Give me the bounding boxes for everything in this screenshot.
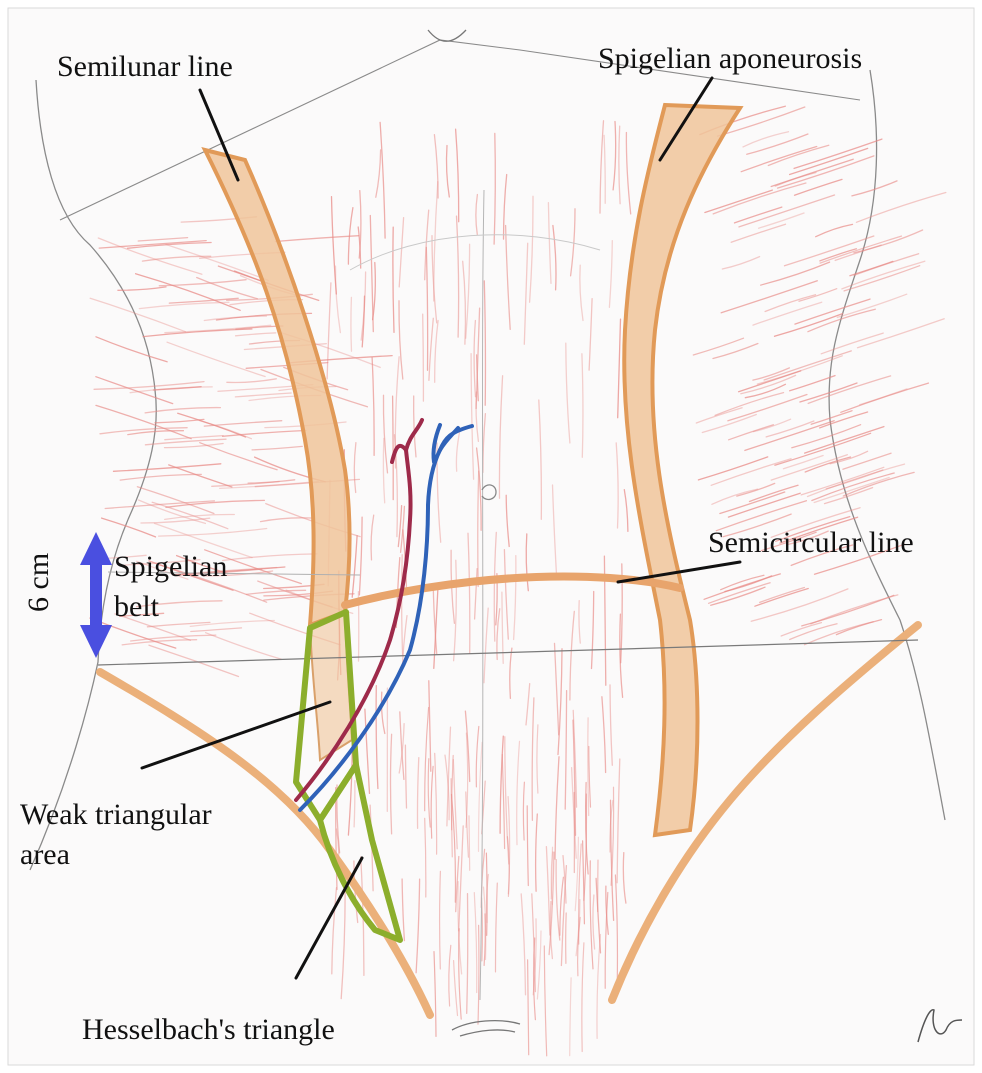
label-spigelian-belt-line2: belt bbox=[114, 592, 159, 622]
label-hesselbach-triangle: Hesselbach's triangle bbox=[82, 1015, 335, 1045]
label-spigelian-belt-line1: Spigelian bbox=[114, 552, 227, 582]
label-weak-triangular-area-line1: Weak triangular bbox=[20, 800, 212, 830]
label-measurement: 6 cm bbox=[24, 553, 54, 612]
label-weak-triangular-area-line2: area bbox=[20, 840, 70, 870]
label-spigelian-aponeurosis: Spigelian aponeurosis bbox=[598, 44, 862, 74]
label-semicircular-line: Semicircular line bbox=[708, 528, 914, 558]
label-semilunar-line: Semilunar line bbox=[57, 52, 233, 82]
